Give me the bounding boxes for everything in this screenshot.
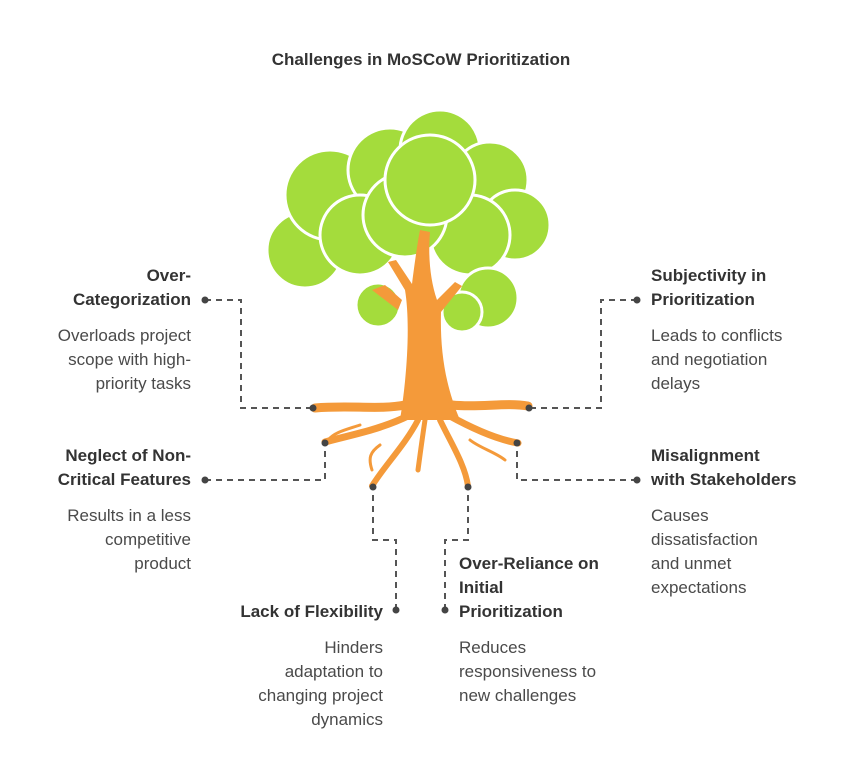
tree-trunk	[372, 230, 462, 420]
challenge-description: Causes dissatisfaction and unmet expecta…	[651, 506, 758, 597]
connectors	[205, 299, 637, 610]
challenge-description: Results in a less competitive product	[67, 506, 191, 573]
tree-foliage	[265, 108, 552, 334]
challenge-misalignment: Misalignment with Stakeholders Causes di…	[651, 444, 831, 600]
challenge-heading: Misalignment with Stakeholders	[651, 446, 797, 489]
challenge-description: Overloads project scope with high- prior…	[57, 326, 191, 393]
challenge-description: Hinders adaptation to changing project d…	[258, 638, 383, 729]
challenge-neglect-of-non-critical: Neglect of Non- Critical Features Result…	[20, 444, 191, 576]
challenge-description: Leads to conflicts and negotiation delay…	[651, 326, 783, 393]
tree-roots	[310, 400, 533, 489]
challenge-heading: Over- Categorization	[72, 266, 191, 309]
diagram-title: Challenges in MoSCoW Prioritization	[271, 50, 571, 69]
connector-dots	[201, 296, 641, 614]
challenge-over-reliance: Over-Reliance on Initial Prioritization …	[459, 552, 639, 708]
challenge-heading: Neglect of Non- Critical Features	[57, 446, 191, 489]
challenge-heading: Subjectivity in Prioritization	[651, 266, 767, 309]
challenge-subjectivity: Subjectivity in Prioritization Leads to …	[651, 264, 831, 396]
challenge-over-categorization: Over- Categorization Overloads project s…	[20, 264, 191, 396]
challenge-lack-of-flexibility: Lack of Flexibility Hinders adaptation t…	[190, 600, 383, 732]
challenge-description: Reduces responsiveness to new challenges	[459, 638, 597, 705]
challenge-heading: Over-Reliance on Initial Prioritization	[459, 554, 599, 621]
challenge-heading: Lack of Flexibility	[240, 602, 383, 621]
